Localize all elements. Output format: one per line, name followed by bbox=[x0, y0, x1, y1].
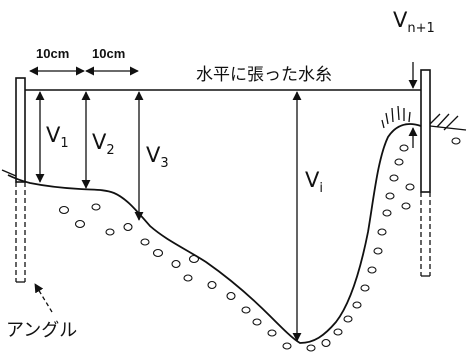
right-angle-post bbox=[420, 69, 431, 277]
angle-pointer-arrow bbox=[34, 283, 53, 313]
v1-sub: 1 bbox=[60, 136, 69, 152]
v3-sub: 3 bbox=[160, 156, 169, 172]
grass-hatching bbox=[381, 105, 467, 131]
vn1-main: V bbox=[393, 8, 408, 32]
spacing-label-2: 10cm bbox=[92, 46, 126, 61]
spacing-label-1: 10cm bbox=[36, 46, 70, 61]
vi-sub: i bbox=[319, 181, 323, 197]
gravel-stones bbox=[58, 137, 461, 352]
vi-main: V bbox=[305, 168, 320, 192]
vi-label: Vi bbox=[305, 168, 323, 197]
vn1-sub: n+1 bbox=[407, 21, 435, 37]
channel-bed-profile bbox=[7, 123, 422, 344]
left-angle-post bbox=[15, 77, 26, 283]
v3-label: V3 bbox=[146, 143, 169, 172]
v1-label: V1 bbox=[46, 123, 69, 152]
v3-main: V bbox=[146, 143, 161, 167]
v2-label: V2 bbox=[92, 130, 115, 159]
left-ground-line bbox=[1, 169, 17, 177]
v2-sub: 2 bbox=[106, 143, 115, 159]
vn1-label: Vn+1 bbox=[393, 8, 435, 37]
angle-label: アングル bbox=[6, 320, 78, 341]
horizontal-string-label: 水平に張った水糸 bbox=[196, 65, 332, 85]
v1-main: V bbox=[46, 123, 61, 147]
v2-main: V bbox=[92, 130, 107, 154]
